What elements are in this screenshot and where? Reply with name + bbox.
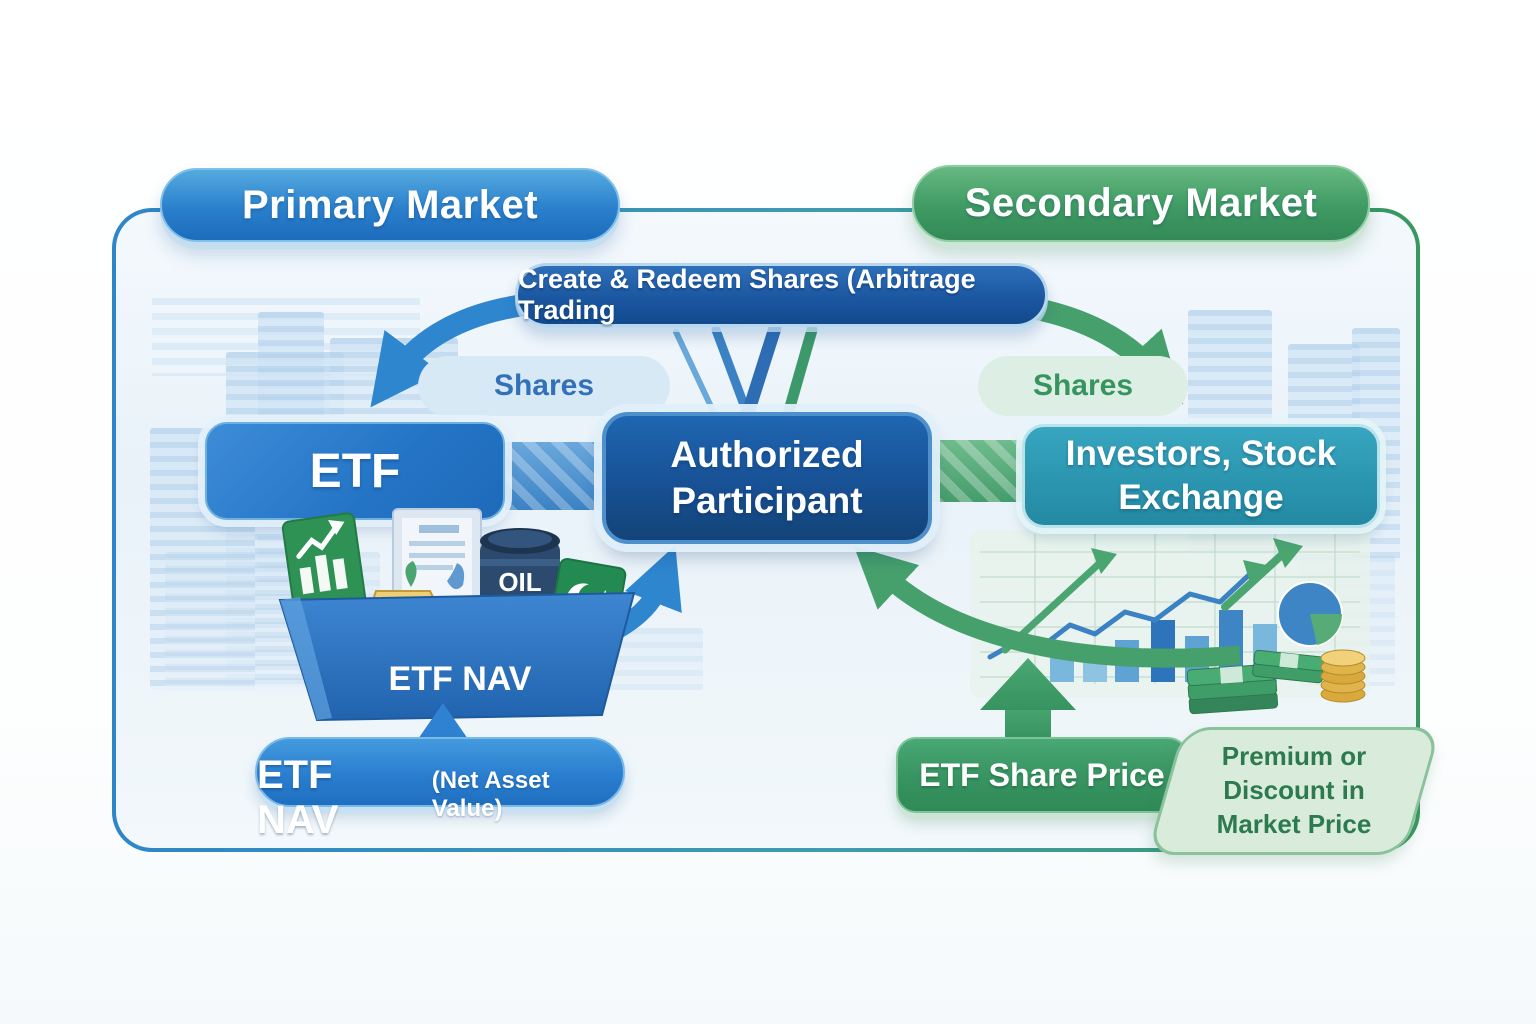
share-price-label: ETF Share Price bbox=[919, 756, 1165, 793]
etf-ap-connector bbox=[505, 442, 602, 510]
investors-label: Investors, Stock Exchange bbox=[1065, 434, 1337, 517]
basket-front bbox=[278, 591, 636, 722]
authorized-participant-node: Authorized Participant bbox=[602, 412, 932, 544]
nav-value-callout: ETF NAV (Net Asset Value) bbox=[255, 737, 625, 842]
pie-chart-icon bbox=[1277, 581, 1343, 647]
shares-left-label: Shares bbox=[493, 369, 595, 402]
primary-market-label: Primary Market bbox=[241, 182, 539, 227]
coins-icon bbox=[1320, 649, 1366, 703]
secondary-market-header: Secondary Market bbox=[912, 165, 1370, 242]
basket-edge-highlight bbox=[280, 597, 332, 720]
create-redeem-label: Create & Redeem Shares (Arbitrage Tradin… bbox=[518, 264, 976, 325]
ap-investors-connector bbox=[932, 440, 1022, 502]
primary-market-header: Primary Market bbox=[160, 168, 620, 242]
create-redeem-banner: Create & Redeem Shares (Arbitrage Tradin… bbox=[515, 263, 1048, 327]
nav-callout-sub: (Net Asset Value) bbox=[431, 767, 550, 822]
authorized-participant-label: Authorized Participant bbox=[670, 433, 864, 521]
shares-badge-left: Shares bbox=[418, 356, 670, 416]
nav-callout-main: ETF NAV bbox=[257, 753, 339, 842]
secondary-market-label: Secondary Market bbox=[964, 181, 1318, 225]
basket-label: ETF NAV bbox=[389, 660, 532, 698]
premium-discount-label: Premium or Discount in Market Price bbox=[1216, 741, 1372, 839]
etf-node: ETF bbox=[205, 422, 505, 520]
shares-right-label: Shares bbox=[1032, 369, 1134, 402]
bar-chart-card-icon bbox=[281, 512, 367, 614]
share-price-callout: ETF Share Price bbox=[896, 737, 1188, 813]
investors-node: Investors, Stock Exchange bbox=[1022, 424, 1380, 528]
nav-callout-pointer bbox=[418, 703, 468, 739]
oil-barrel-label: OIL bbox=[498, 567, 541, 597]
cash-stack-icon bbox=[1252, 649, 1325, 684]
premium-discount-callout: Premium or Discount in Market Price bbox=[1146, 727, 1442, 855]
shares-badge-right: Shares bbox=[978, 356, 1188, 416]
market-chart-illustration bbox=[970, 530, 1370, 715]
etf-label: ETF bbox=[309, 444, 401, 498]
